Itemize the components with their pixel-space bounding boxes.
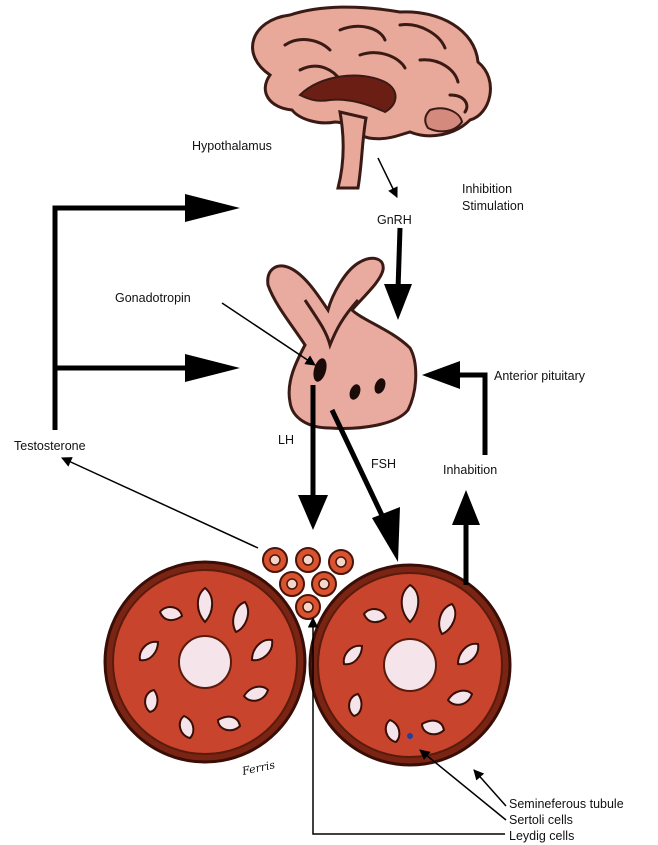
label-leydig-cells: Leydig cells [509,830,574,843]
label-gnrh: GnRH [377,214,412,227]
arrow-hypothalamus-to-gnrh [378,158,397,197]
arrow-testosterone-to-hypothalamus-head [185,194,240,222]
arrow-gnrh-to-pituitary-shaft [398,228,400,290]
leydig-cell [329,550,353,574]
label-lh: LH [278,434,294,447]
left-testis-center [179,636,231,688]
arrow-fsh-head [372,507,400,562]
label-hypothalamus: Hypothalamus [192,140,272,153]
label-seminiferous-tubule: Semineferous tubule [509,798,624,811]
sertoli-marker [407,733,413,739]
brain-illustration [253,7,491,188]
leydig-cell [280,572,304,596]
legend-inhibition: Inhibition [462,183,512,196]
leydig-cell [296,548,320,572]
arrow-inhibin-up-head [452,490,480,525]
arrow-gnrh-to-pituitary-head [384,284,412,320]
pointer-seminiferous-tubule [474,770,506,806]
arrow-testosterone-to-pituitary-head [185,354,240,382]
label-testosterone: Testosterone [14,440,86,453]
label-inhibin: Inhabition [443,464,497,477]
right-testis-cross-section [310,565,510,765]
pointer-sertoli-cells [420,750,506,820]
label-anterior-pituitary: Anterior pituitary [494,370,585,383]
arrow-leydig-to-testosterone [62,458,258,548]
pituitary-gland [268,258,416,428]
label-fsh: FSH [371,458,396,471]
brainstem [338,112,366,188]
arrow-lh-head [298,495,328,530]
label-sertoli-cells: Sertoli cells [509,814,573,827]
right-testis-center [384,639,436,691]
leydig-cell [296,595,320,619]
leydig-cell [312,572,336,596]
artist-signature: Ferris [240,758,277,778]
legend-stimulation: Stimulation [462,200,524,213]
left-testis-cross-section [105,562,305,762]
arrow-testosterone-to-hypothalamus-line [55,208,215,430]
label-gonadotropin: Gonadotropin [115,292,191,305]
pituitary-illustration [268,258,416,428]
leydig-cell [263,548,287,572]
arrow-inhibin-to-pituitary-head [422,361,460,389]
